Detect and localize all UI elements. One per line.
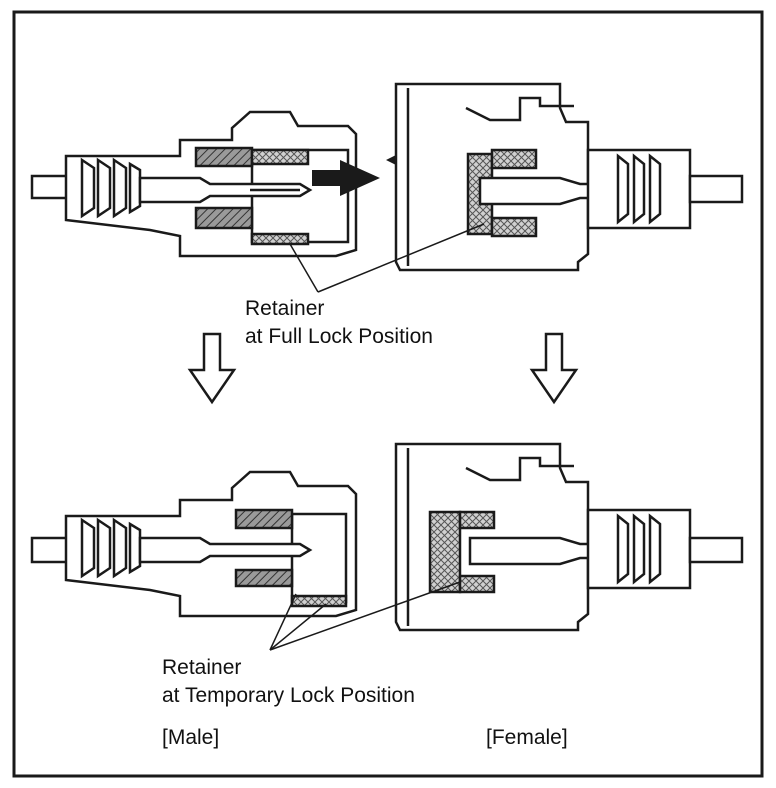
- male-cable-2: [30, 536, 72, 564]
- male-connector-full-lock: [30, 110, 358, 258]
- retainer-temp-label-line1: Retainer: [162, 656, 242, 679]
- diagram-border: [12, 10, 764, 778]
- male-connector-temp-lock: [30, 470, 358, 618]
- female-retainer-temp: [428, 510, 462, 594]
- retainer-full-label-line2: at Full Lock Position: [245, 325, 433, 348]
- male-seal: [80, 157, 142, 219]
- leader-full-female: [317, 223, 485, 293]
- female-seal: [616, 153, 662, 225]
- leader-full-male: [289, 243, 319, 293]
- down-arrow-female: [529, 332, 579, 405]
- male-retainer-full: [194, 146, 254, 168]
- retainer-full-label-line1: Retainer: [245, 297, 325, 320]
- leader-temp-male-a: [269, 593, 297, 651]
- leader-temp-male-b: [269, 603, 327, 651]
- down-arrow-male: [187, 332, 237, 405]
- female-connector-temp-lock: [394, 442, 744, 632]
- male-label: [Male]: [162, 726, 220, 749]
- mating-arrow-right: [312, 160, 380, 196]
- female-connector-full-lock: [394, 82, 744, 272]
- male-retainer-temp: [234, 508, 294, 530]
- male-terminal: [138, 176, 313, 204]
- male-cable: [30, 174, 72, 200]
- female-lock-tab: [465, 96, 574, 122]
- retainer-temp-label-line2: at Temporary Lock Position: [162, 684, 415, 707]
- leader-temp-female: [269, 581, 461, 651]
- female-cable: [688, 174, 744, 204]
- female-label: [Female]: [486, 726, 568, 749]
